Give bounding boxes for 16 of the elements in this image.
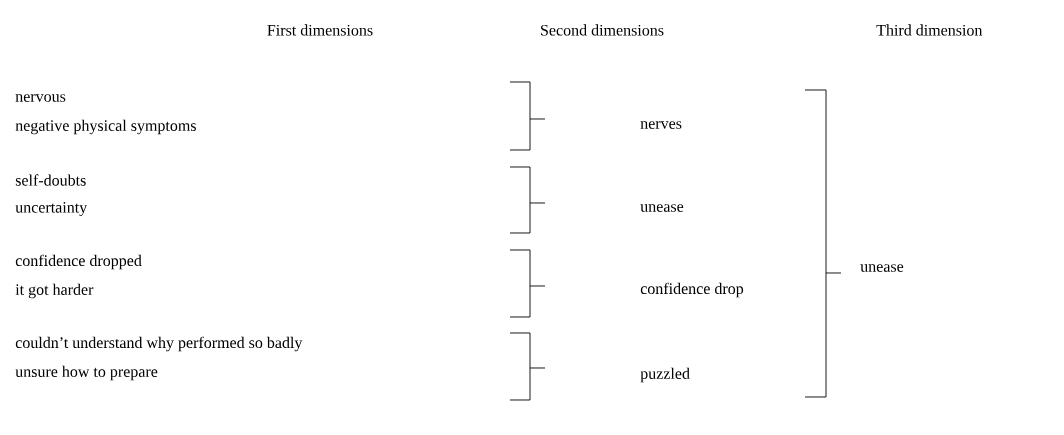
group-label: nerves (640, 121, 682, 129)
item-label: nervous (15, 94, 66, 102)
group-label: confidence drop (640, 282, 744, 298)
column-heading: Third dimension (876, 24, 983, 36)
group-label: unease (860, 264, 904, 272)
item-label: negative physical symptoms (15, 119, 196, 135)
item-label: confidence dropped (15, 254, 142, 270)
item-label: uncertainty (15, 201, 88, 216)
column-heading: Second dimensions (541, 24, 664, 36)
item-label: couldn’t understand why performed so badly (15, 336, 303, 352)
item-label: unsure how to prepare (15, 365, 158, 381)
group-label: unease (640, 204, 684, 212)
item-label: self-doubts (15, 174, 86, 186)
column-heading: First dimensions (267, 24, 373, 36)
item-label: it got harder (15, 283, 94, 299)
group-label: puzzled (640, 367, 690, 383)
